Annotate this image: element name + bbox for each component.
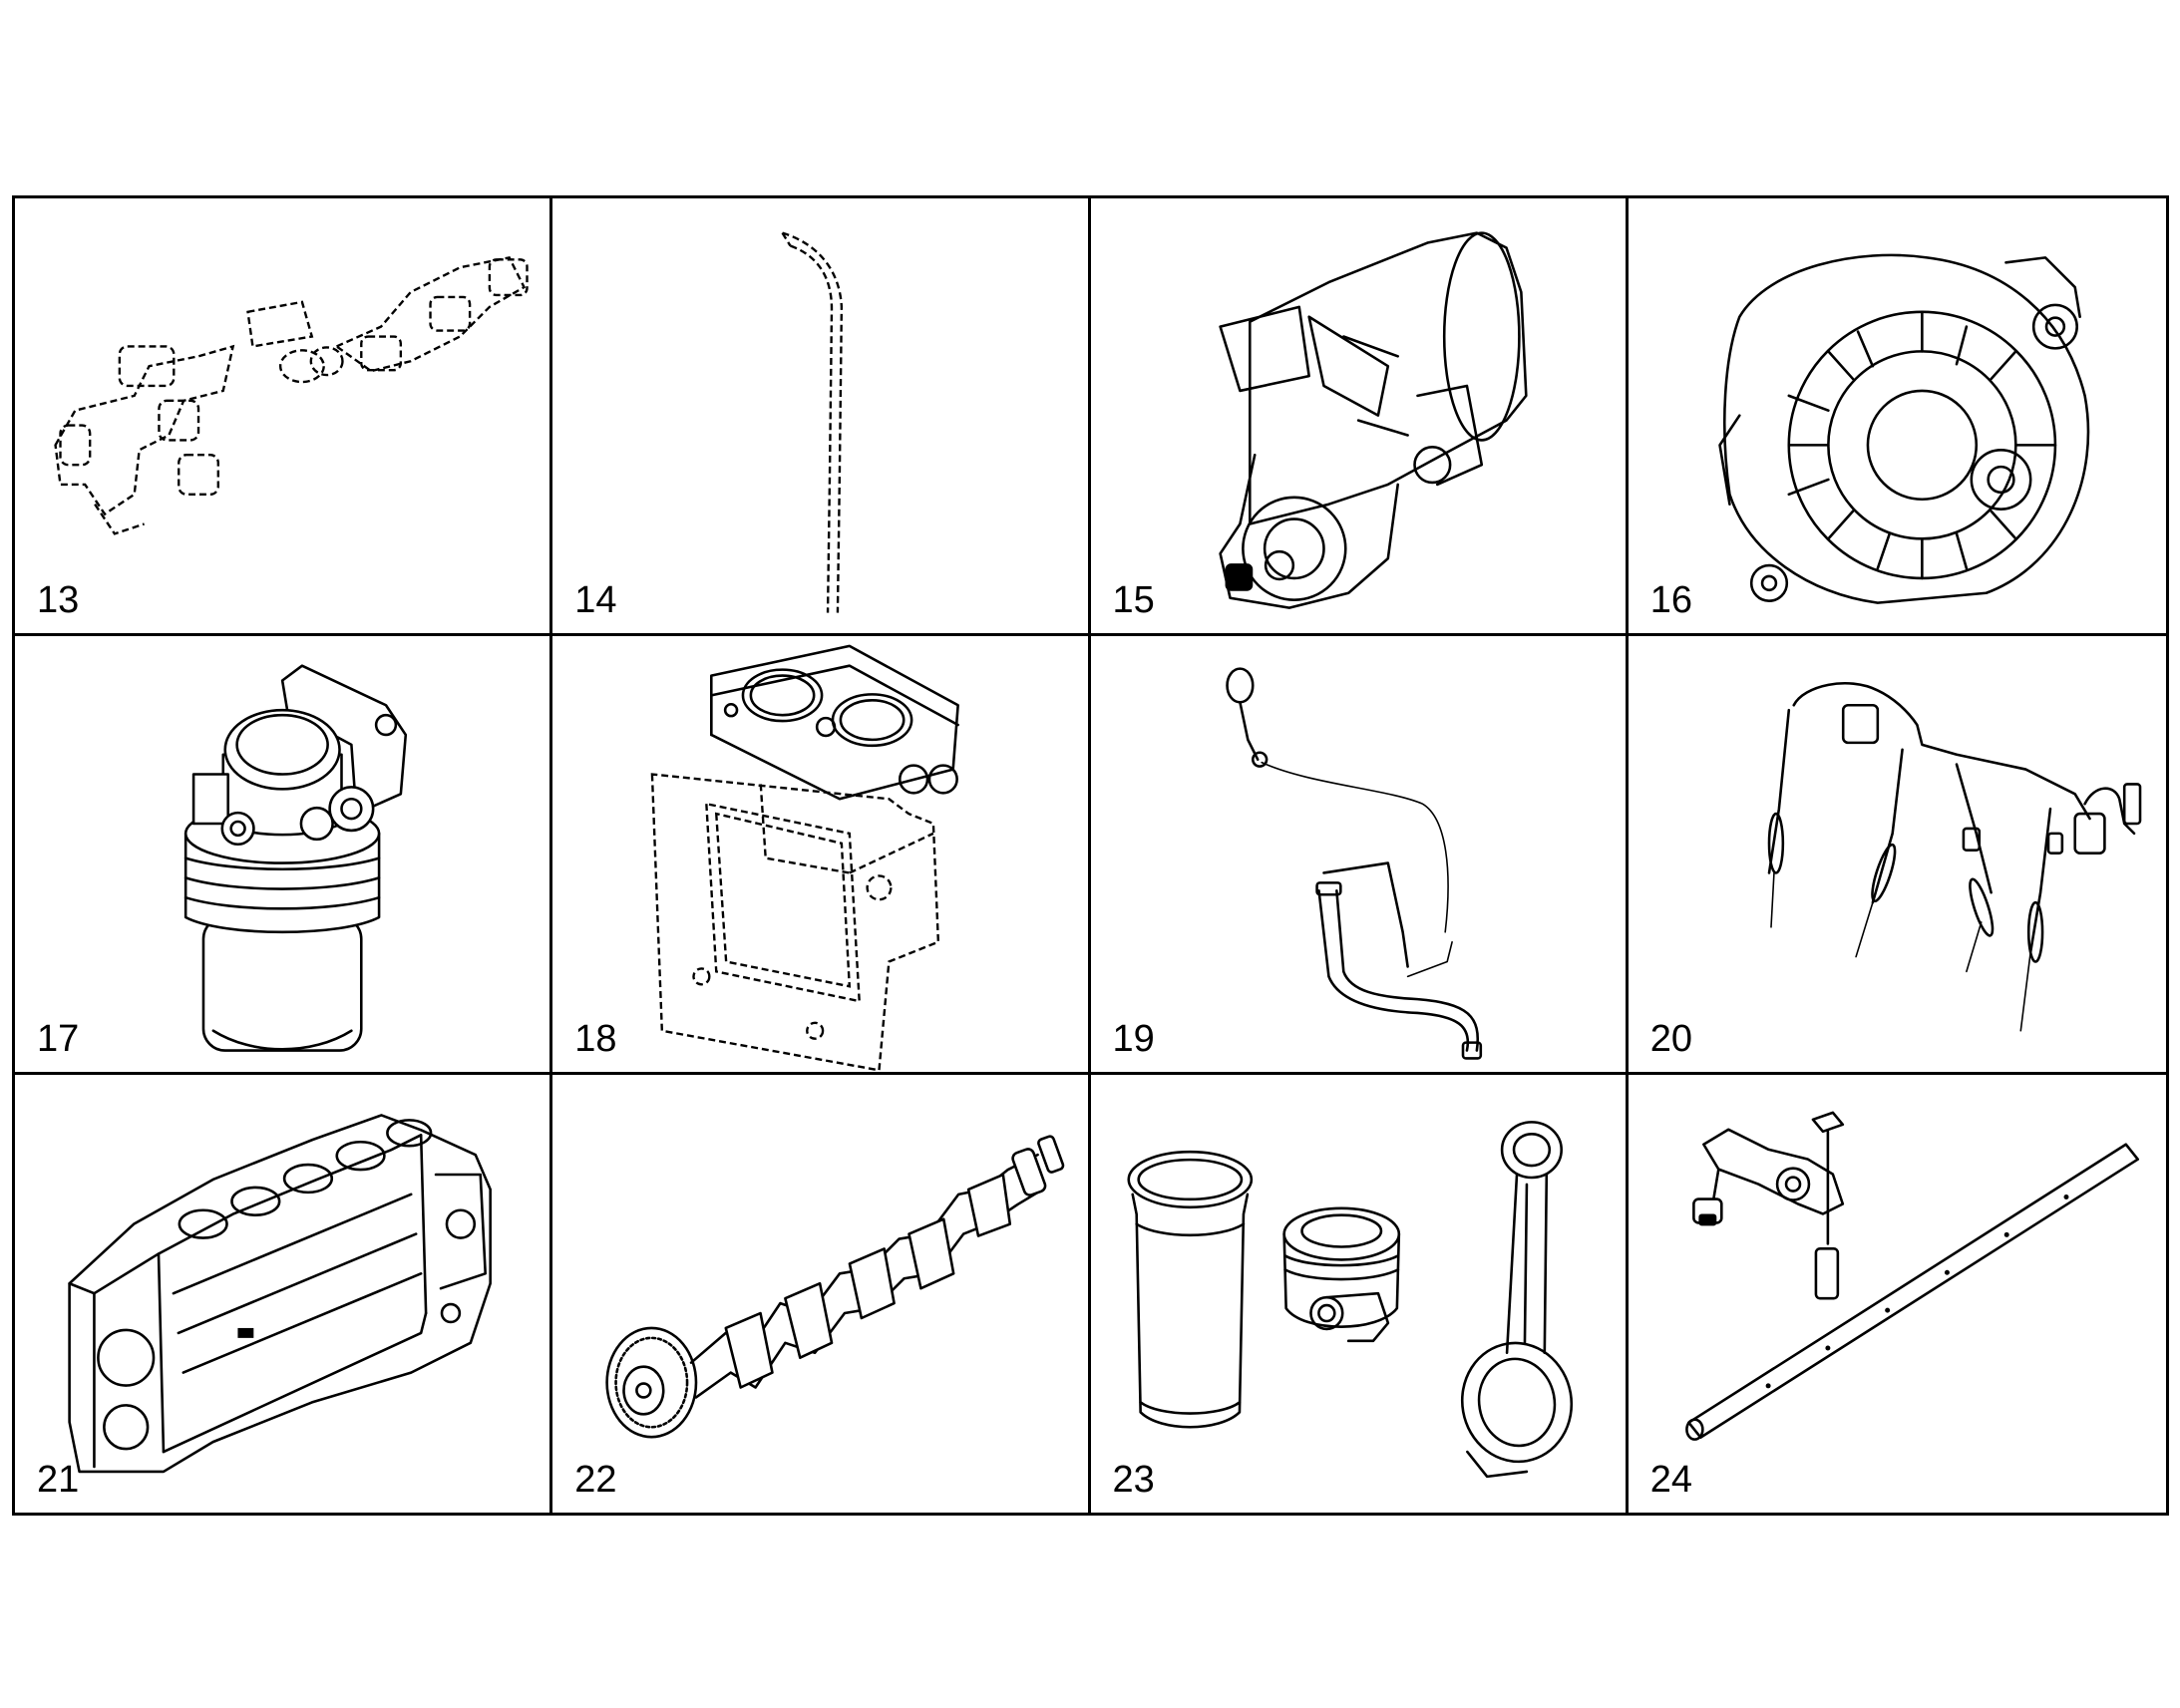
- part-cell-14[interactable]: 14: [552, 198, 1091, 637]
- exhaust-manifold-icon: [54, 256, 529, 535]
- part-cell-22[interactable]: 22: [552, 1074, 1091, 1513]
- parts-grid: 13 14 15: [12, 195, 2169, 1516]
- part-number: 17: [37, 1017, 80, 1060]
- part-number: 16: [1649, 579, 1693, 622]
- gasket-housing-icon: [650, 644, 960, 1072]
- rocker-shaft-icon: [1684, 1111, 2139, 1441]
- sensor-cable-icon: [1225, 667, 1482, 1061]
- part-number: 21: [37, 1459, 80, 1501]
- part-cell-16[interactable]: 16: [1628, 198, 2166, 637]
- fuel-filter-icon: [183, 664, 408, 1053]
- part-cell-24[interactable]: 24: [1629, 1075, 2166, 1513]
- starter-motor-icon: [1218, 231, 1528, 609]
- part-cell-13[interactable]: 13: [15, 198, 553, 637]
- part-cell-18[interactable]: 18: [552, 636, 1091, 1075]
- part-number: 13: [37, 579, 80, 622]
- dipstick-tube-icon: [781, 231, 844, 613]
- part-number: 20: [1649, 1017, 1693, 1060]
- liner-piston-conrod-icon: [1126, 1120, 1573, 1478]
- alternator-icon: [1717, 253, 2089, 604]
- part-number: 24: [1649, 1459, 1693, 1501]
- part-number: 22: [574, 1459, 617, 1501]
- part-number: 19: [1112, 1017, 1155, 1060]
- part-number: 23: [1112, 1459, 1155, 1501]
- part-cell-23[interactable]: 23: [1091, 1074, 1629, 1513]
- engine-block-icon: [68, 1113, 492, 1473]
- part-number: 18: [574, 1017, 617, 1060]
- part-number: 14: [574, 579, 617, 622]
- crankshaft-icon: [605, 1135, 1065, 1439]
- part-cell-17[interactable]: 17: [15, 636, 553, 1075]
- part-cell-21[interactable]: 21: [15, 1074, 553, 1513]
- part-cell-15[interactable]: 15: [1090, 198, 1629, 637]
- part-cell-20[interactable]: 20: [1628, 636, 2166, 1075]
- part-cell-19[interactable]: 19: [1090, 636, 1629, 1075]
- glow-plug-harness-icon: [1767, 682, 2142, 1032]
- part-number: 15: [1112, 579, 1155, 622]
